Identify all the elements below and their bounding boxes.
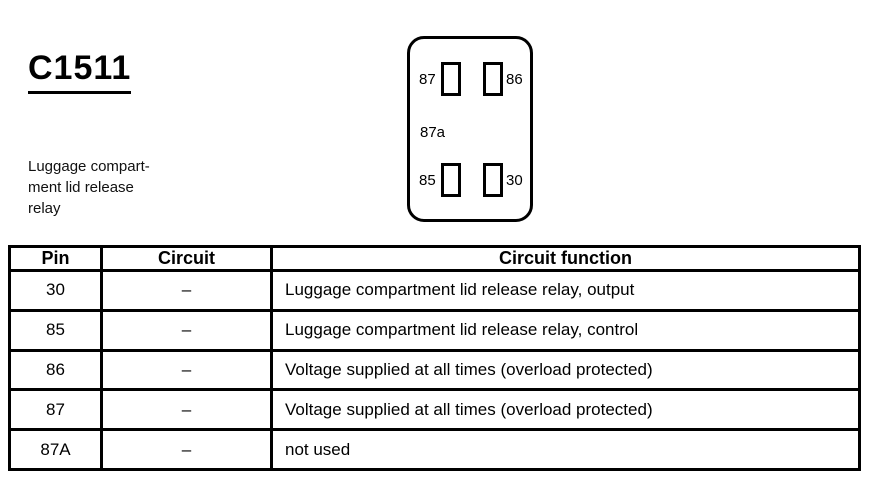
function-cell: Luggage compartment lid release relay, o… [270,269,861,312]
circuit-cell: – [100,269,273,312]
pin-cell: 85 [8,308,103,352]
col-header-circuit: Circuit [100,245,273,272]
col-header-pin: Pin [8,245,103,272]
table-row: 85 – Luggage compartment lid release rel… [8,308,861,352]
table-row: 30 – Luggage compartment lid release rel… [8,269,861,312]
pin-cell: 86 [8,348,103,392]
connector-description: Luggage compart- ment lid release relay [28,156,150,219]
col-header-function: Circuit function [270,245,861,272]
pin-slot-87 [441,62,461,96]
table-header-row: Pin Circuit Circuit function [8,245,861,272]
description-line: ment lid release [28,179,134,196]
pin-cell: 30 [8,269,103,312]
pin-label-87: 87 [419,71,436,88]
circuit-cell: – [100,308,273,352]
pin-label-86: 86 [506,71,523,88]
pin-label-87a: 87a [420,124,446,141]
pin-cell: 87 [8,388,103,432]
pin-label-30: 30 [506,172,523,189]
pinout-table: Pin Circuit Circuit function 30 – Luggag… [8,245,861,471]
table-row: 86 – Voltage supplied at all times (over… [8,348,861,392]
pin-label-85: 85 [419,172,436,189]
pin-slot-30 [483,163,503,197]
pin-slot-85 [441,163,461,197]
description-line: Luggage compart- [28,158,150,175]
function-cell: Voltage supplied at all times (overload … [270,348,861,392]
circuit-cell: – [100,348,273,392]
function-cell: Luggage compartment lid release relay, c… [270,308,861,352]
description-line: relay [28,200,61,217]
circuit-cell: – [100,388,273,432]
table-row: 87 – Voltage supplied at all times (over… [8,388,861,432]
circuit-cell: – [100,428,273,471]
function-cell: not used [270,428,861,471]
table-row: 87A – not used [8,428,861,471]
page-title: C1511 [28,50,132,94]
relay-connector-face-diagram: 87 86 87a 85 30 [407,36,533,222]
function-cell: Voltage supplied at all times (overload … [270,388,861,432]
pin-cell: 87A [8,428,103,471]
pin-slot-86 [483,62,503,96]
